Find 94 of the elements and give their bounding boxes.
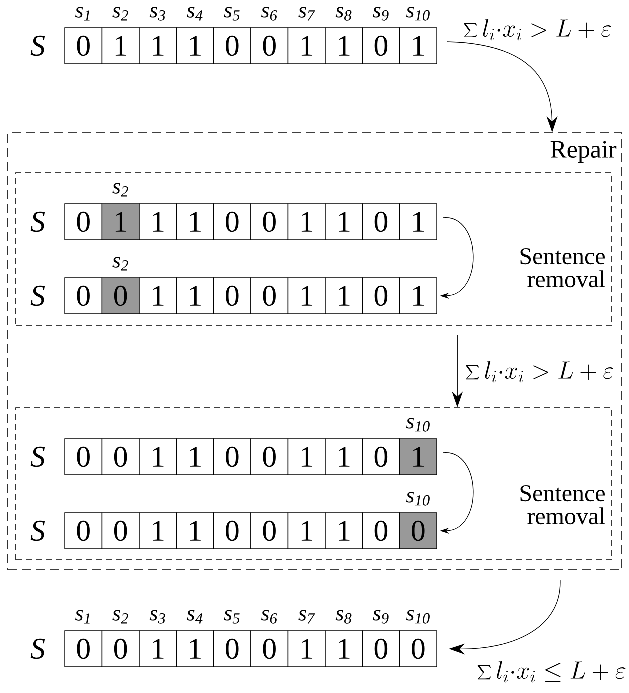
index-label: s$_{10}$	[406, 492, 430, 506]
index-label: s$_{1}$	[75, 610, 90, 624]
bit-cell: 0	[362, 630, 400, 668]
bit-cell: 0	[362, 28, 400, 64]
bit-cell: 1	[176, 630, 214, 668]
bit-cell: 0	[362, 278, 400, 314]
bit-cell: 1	[139, 438, 177, 476]
index-label: s$_{9}$	[373, 610, 389, 624]
index-label: s$_{3}$	[150, 610, 166, 624]
bit-cell: 1	[139, 278, 177, 314]
bit-cell: 1	[399, 204, 438, 240]
index-label: s$_{10}$	[406, 418, 430, 432]
set-label: S	[30, 36, 46, 56]
bit-cell: 1	[176, 28, 214, 64]
bit-cell: 0	[102, 438, 140, 476]
bit-cell: 0	[102, 630, 140, 668]
bit-cell: 0	[64, 438, 103, 476]
bit-cell: 1	[288, 438, 326, 476]
edge-label: $\sum l_i{\cdot}x_i>L+\varepsilon$	[462, 18, 614, 42]
set-label: S	[30, 446, 46, 468]
bit-cell: 1	[176, 278, 214, 314]
bit-cell: 1	[139, 630, 177, 668]
bit-cell: 1	[176, 512, 214, 550]
bit-cell: 1	[399, 438, 438, 476]
edge-label: Sentence removal	[504, 247, 607, 289]
bit-cell: 0	[250, 28, 289, 64]
bit-cell: 1	[399, 278, 438, 314]
bit-cell: 0	[250, 512, 289, 550]
bit-cell: 0	[213, 630, 252, 668]
dashed-frame	[16, 172, 612, 326]
bit-cell: 0	[64, 630, 103, 668]
bit-cell: 0	[213, 278, 252, 314]
bit-cell: 0	[250, 278, 289, 314]
bit-cell: 1	[325, 204, 363, 240]
edge-label: $\sum l_i{\cdot}x_i>L+\varepsilon$	[464, 360, 616, 384]
index-label: s$_{3}$	[150, 7, 166, 21]
bit-cell: 0	[213, 28, 252, 64]
bit-cell: 1	[288, 204, 326, 240]
bit-cell: 0	[399, 630, 438, 668]
index-label: s$_{7}$	[298, 7, 316, 21]
index-label: s$_{9}$	[373, 7, 389, 21]
index-label: s$_{10}$	[406, 610, 430, 624]
index-label: s$_{2}$	[112, 7, 128, 21]
bit-cell: 1	[325, 512, 363, 550]
index-label: s$_{4}$	[187, 610, 203, 624]
bit-cell: 1	[176, 438, 214, 476]
bit-cell: 0	[362, 204, 400, 240]
index-label: s$_{1}$	[75, 7, 90, 21]
bit-cell: 1	[288, 630, 326, 668]
set-label: S	[30, 212, 46, 232]
bit-cell: 1	[325, 278, 363, 314]
bit-cell: 0	[213, 438, 252, 476]
index-label: s$_{5}$	[224, 610, 240, 624]
set-label: S	[30, 638, 46, 660]
bit-cell: 1	[288, 278, 326, 314]
bit-cell: 0	[102, 278, 140, 314]
index-label: s$_{6}$	[262, 7, 278, 21]
bit-cell: 0	[102, 512, 140, 550]
index-label: s$_{2}$	[112, 183, 128, 197]
index-label: s$_{10}$	[406, 7, 430, 21]
bit-cell: 1	[399, 28, 438, 64]
bit-cell: 0	[64, 28, 103, 64]
frame-title: Repair	[550, 141, 617, 164]
index-label: s$_{8}$	[336, 610, 352, 624]
index-label: s$_{6}$	[262, 610, 278, 624]
index-label: s$_{5}$	[224, 7, 240, 21]
index-label: s$_{7}$	[298, 610, 316, 624]
index-label: s$_{2}$	[112, 257, 128, 271]
bit-cell: 1	[288, 512, 326, 550]
dashed-frame	[16, 408, 612, 560]
set-label: S	[30, 520, 46, 542]
bit-cell: 1	[325, 630, 363, 668]
edge-label: $\sum l_i{\cdot}x_i\leq L+\varepsilon$	[476, 660, 628, 684]
set-label: S	[30, 286, 46, 306]
bit-cell: 1	[325, 28, 363, 64]
bit-cell: 1	[139, 204, 177, 240]
bit-cell: 1	[139, 28, 177, 64]
index-label: s$_{4}$	[187, 7, 203, 21]
bit-cell: 1	[139, 512, 177, 550]
index-label: s$_{2}$	[112, 610, 128, 624]
edge-label: Sentence removal	[504, 484, 607, 526]
bit-cell: 0	[213, 512, 252, 550]
bit-cell: 0	[213, 204, 252, 240]
bit-cell: 1	[325, 438, 363, 476]
bit-cell: 0	[250, 438, 289, 476]
bit-cell: 0	[399, 512, 438, 550]
bit-cell: 1	[176, 204, 214, 240]
bit-cell: 0	[64, 512, 103, 550]
bit-cell: 0	[250, 630, 289, 668]
bit-cell: 1	[102, 204, 140, 240]
bit-cell: 0	[250, 204, 289, 240]
bit-cell: 1	[102, 28, 140, 64]
index-label: s$_{8}$	[336, 7, 352, 21]
bit-cell: 1	[288, 28, 326, 64]
